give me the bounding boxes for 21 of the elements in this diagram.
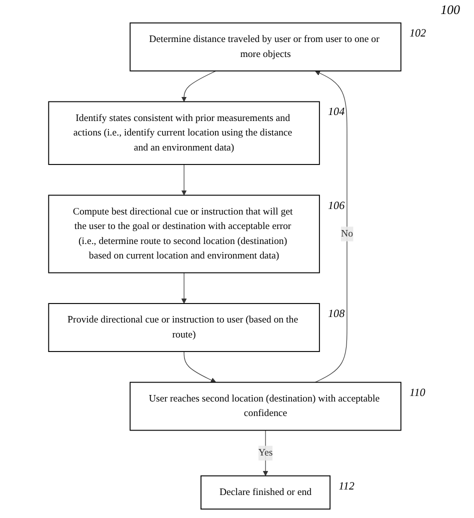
arrow bbox=[262, 430, 268, 476]
node-box: Determine distance traveled by user or from user to one or more objects bbox=[130, 22, 402, 72]
node-box: Compute best directional cue or instruction that will get the user to the goal or destination with acceptable error (i.e., determine route to second location (destination) based on current location and environment data) bbox=[48, 194, 320, 274]
arrow bbox=[181, 272, 187, 304]
edge-label: Yes bbox=[258, 448, 273, 458]
reference-numeral: 112 bbox=[338, 480, 354, 492]
arrow bbox=[314, 70, 348, 383]
node-box: Declare finished or end bbox=[200, 475, 330, 510]
reference-numeral: 102 bbox=[410, 27, 426, 40]
reference-numeral: 108 bbox=[328, 308, 345, 320]
edge-label: No bbox=[340, 228, 353, 239]
reference-numeral: 106 bbox=[328, 200, 345, 212]
reference-numeral: 104 bbox=[328, 106, 345, 118]
arrow bbox=[181, 164, 187, 196]
node-box: Provide directional cue or instruction to user (based on the route) bbox=[48, 303, 320, 352]
node-box: Identify states consistent with prior measurements and actions (i.e., identify current location using the distance and an environment data) bbox=[48, 101, 320, 165]
reference-numeral: 110 bbox=[410, 386, 426, 399]
arrow bbox=[184, 351, 216, 383]
arrow bbox=[181, 70, 216, 102]
figure-number: 100 bbox=[440, 2, 460, 17]
node-box: User reaches second location (destination) with acceptable confidence bbox=[130, 382, 402, 431]
